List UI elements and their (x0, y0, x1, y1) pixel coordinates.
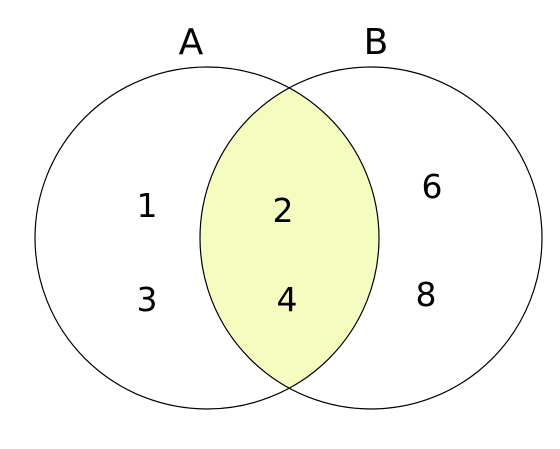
set-b-circle (199, 66, 543, 410)
set-a-element: 3 (137, 280, 158, 319)
set-b-element: 8 (416, 275, 437, 314)
set-b-element: 6 (422, 167, 443, 206)
intersection-region (200, 67, 379, 409)
set-a-element: 1 (137, 186, 158, 225)
set-a-circle (34, 66, 380, 410)
intersection-element: 2 (273, 191, 294, 230)
set-b-label: B (364, 22, 389, 63)
intersection-element: 4 (277, 280, 298, 319)
set-a-label: A (179, 22, 204, 63)
